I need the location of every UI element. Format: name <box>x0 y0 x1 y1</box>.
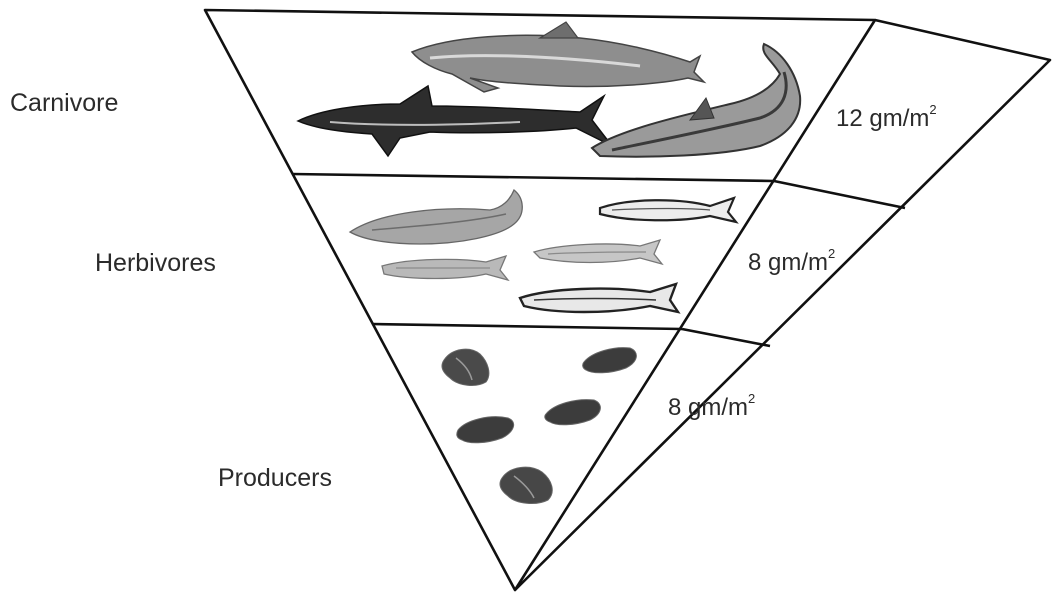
biomass-label-producers: 8 gm/m2 <box>668 391 755 421</box>
divider-upper-side <box>774 181 905 208</box>
biomass-value: 12 gm/m <box>836 105 929 132</box>
level-label-producers: Producers <box>218 464 332 492</box>
fish-icon <box>534 240 662 264</box>
herbivore-organisms <box>350 190 736 312</box>
phytoplankton-icon <box>457 417 514 443</box>
biomass-exponent: 2 <box>828 246 835 261</box>
fish-icon <box>520 284 678 312</box>
divider-upper-front <box>292 174 774 181</box>
phytoplankton-icon <box>500 467 552 503</box>
level-label-carnivore: Carnivore <box>10 89 118 117</box>
fish-icon <box>382 256 508 280</box>
divider-lower-front <box>372 324 682 329</box>
shark-icon <box>298 86 612 156</box>
biomass-exponent: 2 <box>748 391 755 406</box>
biomass-exponent: 2 <box>929 102 936 117</box>
fish-icon <box>600 198 736 222</box>
biomass-label-carnivore: 12 gm/m2 <box>836 102 937 132</box>
dolphin-icon <box>412 22 704 92</box>
phytoplankton-icon <box>583 348 637 373</box>
fish-icon <box>350 190 522 244</box>
biomass-label-herbivores: 8 gm/m2 <box>748 246 835 276</box>
carnivore-organisms <box>298 22 800 157</box>
biomass-value: 8 gm/m <box>748 249 828 276</box>
producer-organisms <box>442 348 636 504</box>
phytoplankton-icon <box>442 349 489 385</box>
level-label-herbivores: Herbivores <box>95 249 216 277</box>
phytoplankton-icon <box>545 400 601 425</box>
biomass-value: 8 gm/m <box>668 394 748 421</box>
divider-lower-side <box>682 329 770 346</box>
